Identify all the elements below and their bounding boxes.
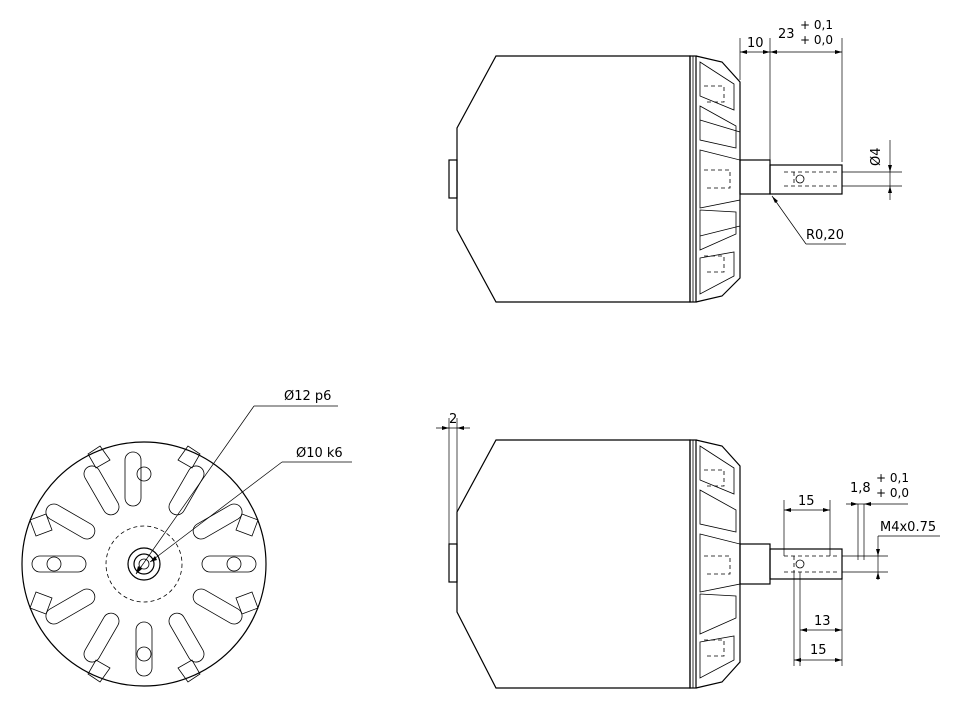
dim-bottom-2: 2 bbox=[449, 412, 457, 427]
end-centering-circle-dashed bbox=[105, 525, 183, 603]
top-motor-body bbox=[456, 55, 691, 303]
bottom-shaft bbox=[769, 548, 843, 580]
bottom-rotor-fins bbox=[699, 445, 741, 679]
end-view: Ø12 p6 Ø10 k6 bbox=[21, 389, 352, 687]
top-shaft-step bbox=[739, 159, 771, 195]
end-outer-circle bbox=[21, 441, 267, 687]
bottom-side-view: 2 15 1,8 + 0,1 + 0,0 M4x0.75 13 bbox=[436, 412, 940, 689]
dim-bottom-13: 13 bbox=[814, 614, 831, 629]
dim-bottom-thread: M4x0.75 bbox=[880, 520, 936, 535]
end-view-slots bbox=[31, 451, 257, 677]
end-view-edge-notches bbox=[29, 445, 259, 683]
top-side-view: 10 23 + 0,1 + 0,0 Ø4 R0,20 bbox=[448, 18, 902, 303]
top-rear-boss bbox=[448, 159, 458, 199]
top-shaft bbox=[769, 164, 843, 195]
tol-bottom-upper: + 0,1 bbox=[876, 471, 909, 485]
dim-left-dia10: Ø10 k6 bbox=[296, 446, 343, 461]
top-rotor-bell bbox=[695, 55, 741, 303]
tol-bottom-lower: + 0,0 bbox=[876, 486, 909, 500]
top-rotor-fins bbox=[699, 61, 741, 295]
dim-top-23: 23 bbox=[778, 27, 795, 42]
dim-left-dia12: Ø12 p6 bbox=[284, 389, 331, 404]
tol-top-lower: + 0,0 bbox=[800, 33, 833, 47]
dim-bottom-1-8: 1,8 bbox=[850, 481, 871, 496]
dim-bottom-15b: 15 bbox=[810, 643, 827, 658]
dim-top-dia4: Ø4 bbox=[869, 147, 884, 166]
end-shaft-inner bbox=[133, 553, 155, 575]
bottom-rear-boss bbox=[448, 543, 458, 583]
dim-top-10: 10 bbox=[747, 36, 764, 51]
dim-bottom-15a: 15 bbox=[798, 494, 815, 509]
dim-top-radius: R0,20 bbox=[806, 228, 844, 243]
tol-top-upper: + 0,1 bbox=[800, 18, 833, 32]
bottom-shaft-step bbox=[739, 543, 771, 585]
end-shaft-outer bbox=[127, 547, 161, 581]
bottom-rotor-bell bbox=[695, 439, 741, 689]
bottom-motor-body bbox=[456, 439, 691, 689]
